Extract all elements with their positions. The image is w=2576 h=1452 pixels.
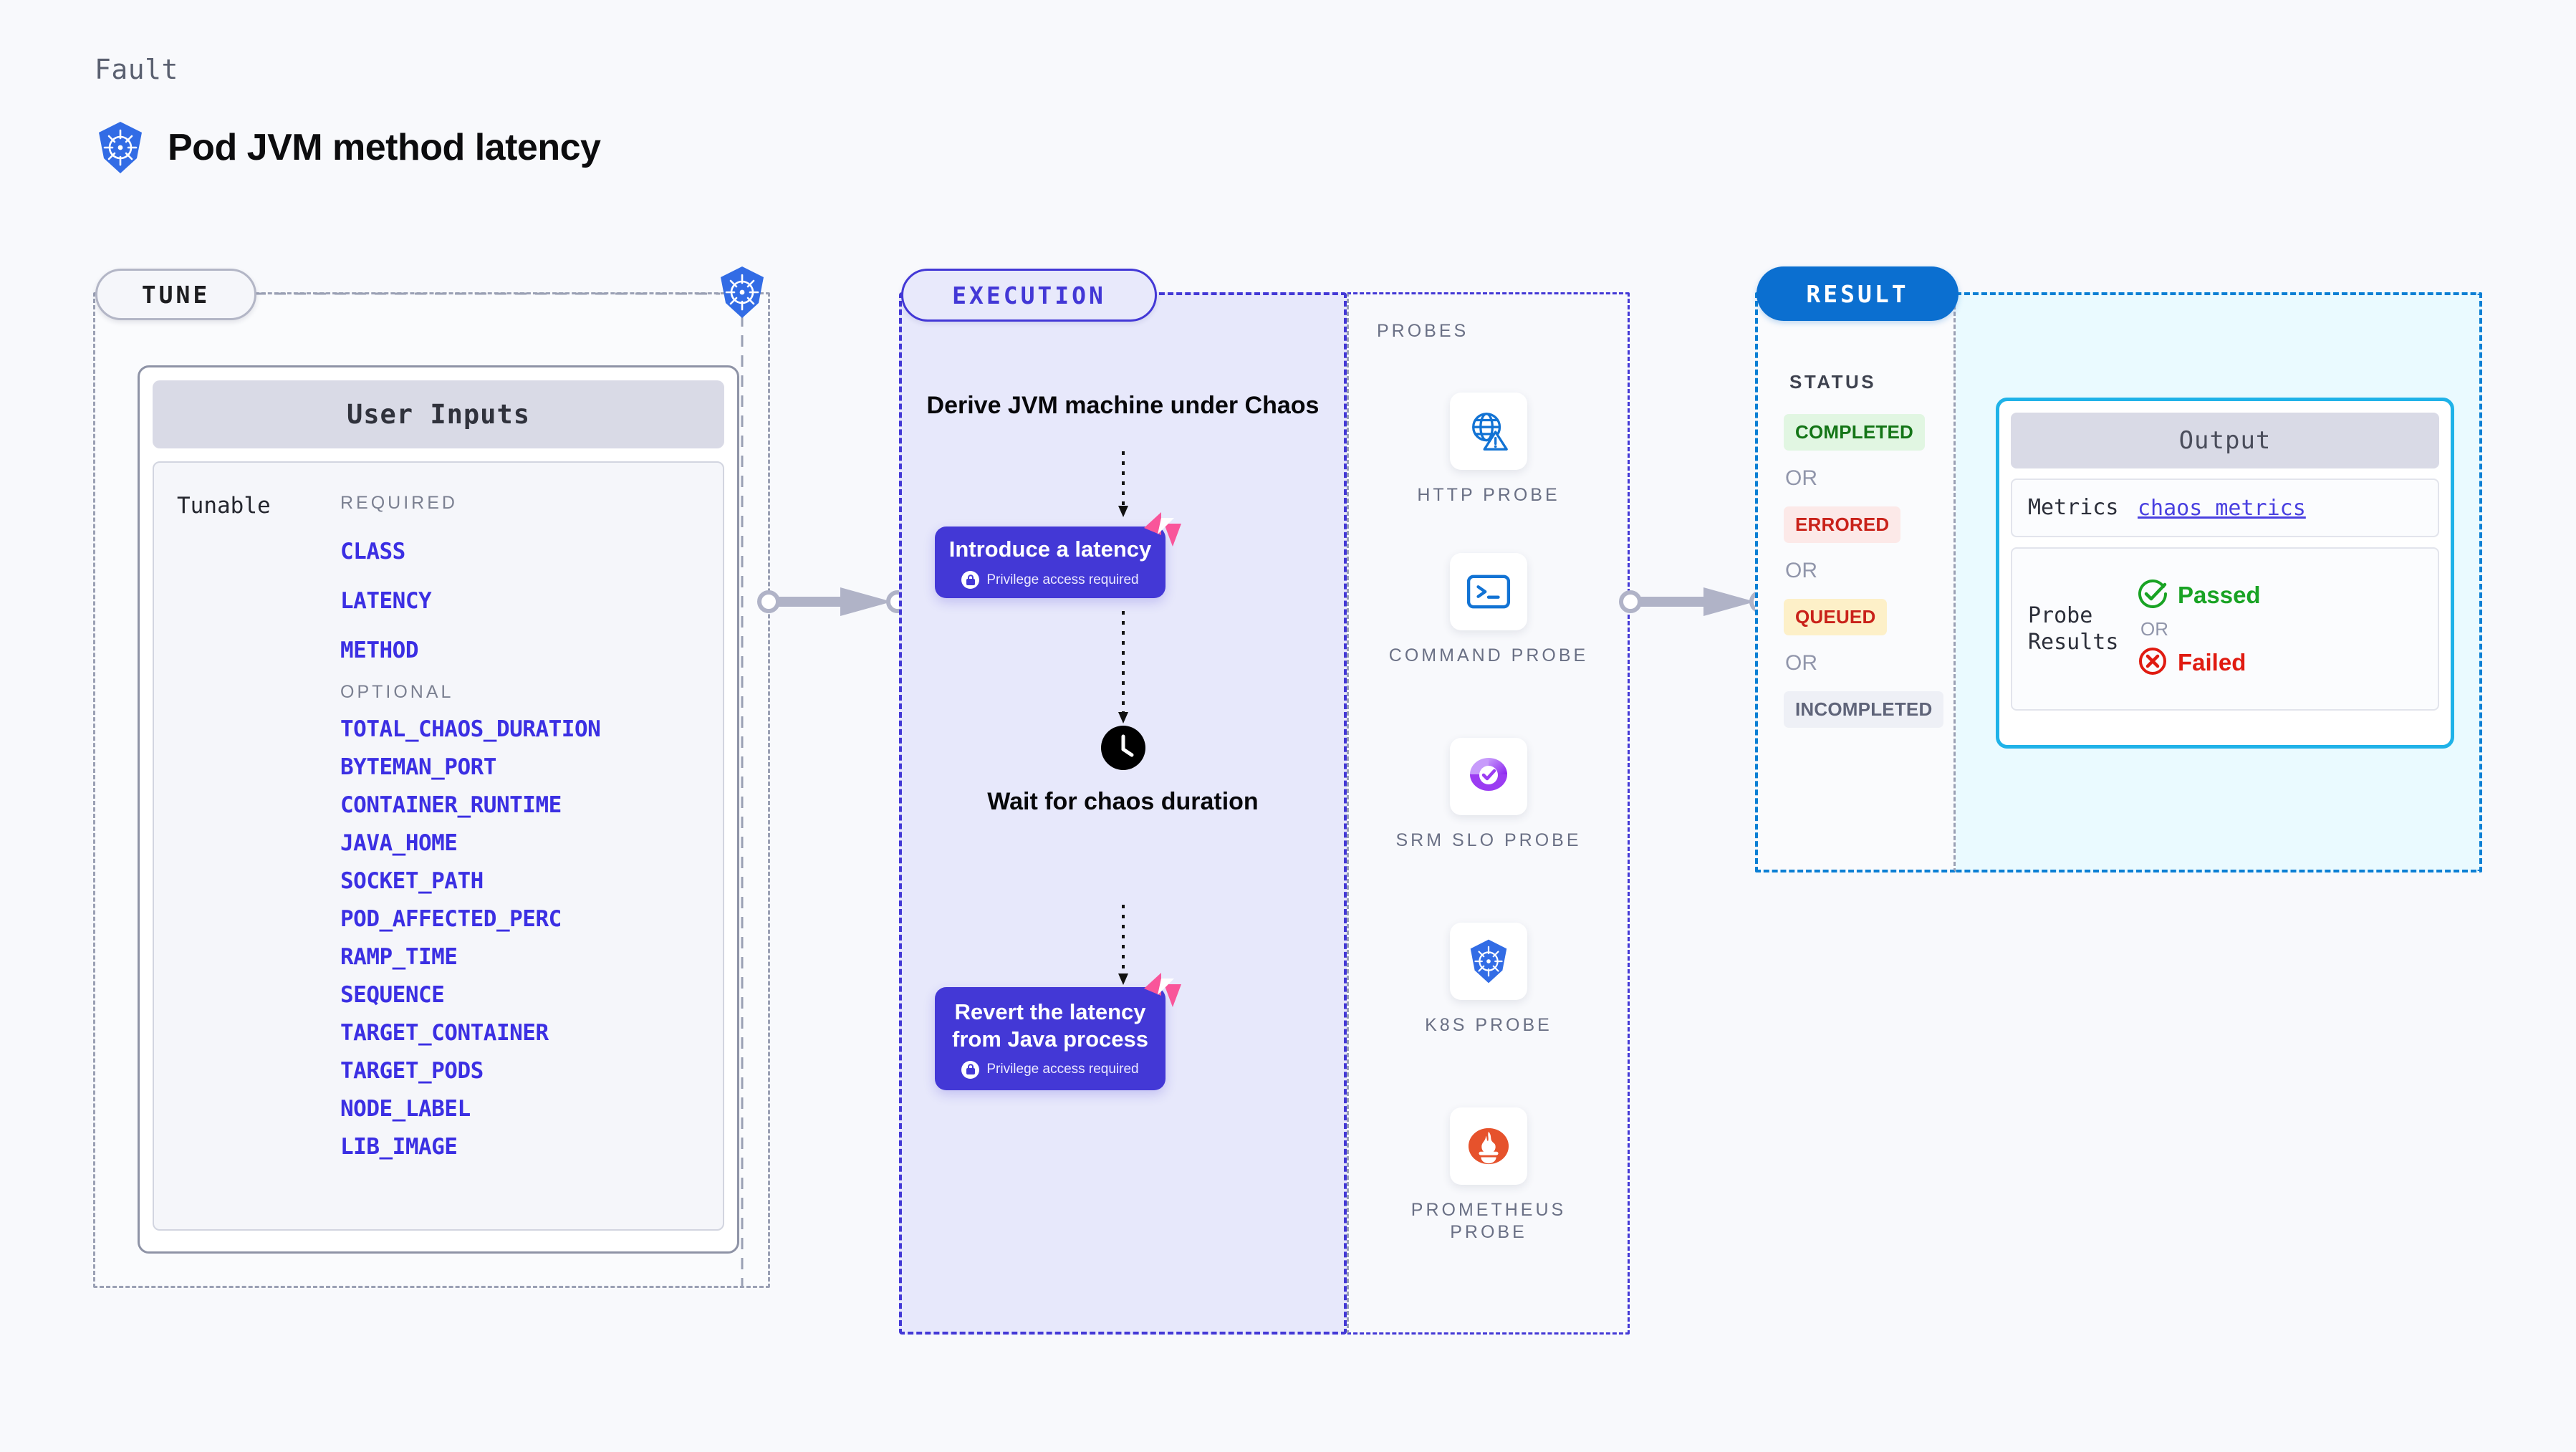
privilege-note-text: Privilege access required bbox=[986, 572, 1139, 587]
probe-label: HTTP PROBE bbox=[1417, 485, 1560, 505]
passed-label: Passed bbox=[2178, 582, 2261, 608]
probes-label: PROBES bbox=[1377, 321, 1469, 341]
litmus-icon bbox=[1142, 511, 1183, 548]
param-item[interactable]: POD_AFFECTED_PERC bbox=[340, 906, 562, 932]
result-pill[interactable]: RESULT bbox=[1756, 266, 1959, 321]
flow-arrow-3 bbox=[1118, 905, 1128, 985]
or-label: OR bbox=[2140, 617, 2168, 640]
check-circle-icon bbox=[2138, 579, 2168, 612]
param-item[interactable]: NODE_LABEL bbox=[340, 1096, 471, 1122]
step-title: Revert the latency from Java process bbox=[952, 999, 1148, 1052]
result-status-region bbox=[1755, 292, 1956, 872]
probe-label: PROMETHEUS PROBE bbox=[1410, 1200, 1567, 1243]
output-title: Output bbox=[2011, 413, 2439, 468]
terminal-icon bbox=[1450, 553, 1527, 630]
metrics-key: Metrics bbox=[2028, 495, 2119, 521]
required-param-list: CLASS LATENCY METHOD bbox=[340, 541, 708, 662]
status-badge: INCOMPLETED bbox=[1784, 691, 1944, 728]
derive-jvm-step-label: Derive JVM machine under Chaos bbox=[926, 392, 1320, 419]
wait-chaos-step-label: Wait for chaos duration bbox=[987, 788, 1259, 815]
introduce-latency-step[interactable]: Introduce a latency Privilege access req… bbox=[935, 512, 1181, 598]
param-item[interactable]: TARGET_PODS bbox=[340, 1058, 484, 1084]
chaos-metrics-link[interactable]: chaos metrics bbox=[2138, 495, 2306, 521]
kubernetes-icon bbox=[1450, 923, 1527, 1000]
srm-slo-icon bbox=[1450, 738, 1527, 815]
required-label: REQUIRED bbox=[340, 493, 458, 513]
lock-icon bbox=[961, 1060, 980, 1079]
param-item[interactable]: JAVA_HOME bbox=[340, 830, 458, 856]
x-circle-icon bbox=[2138, 646, 2168, 680]
param-item[interactable]: RAMP_TIME bbox=[340, 944, 458, 970]
probe-result-passed: Passed bbox=[2138, 579, 2261, 612]
privilege-note: Privilege access required bbox=[961, 571, 1139, 590]
param-item[interactable]: TOTAL_CHAOS_DURATION bbox=[340, 716, 601, 742]
probe-label: K8S PROBE bbox=[1425, 1015, 1552, 1035]
or-label: OR bbox=[1785, 466, 1817, 490]
globe-warning-icon bbox=[1450, 393, 1527, 470]
connector-probes-to-result bbox=[1619, 587, 1772, 616]
status-badge: QUEUED bbox=[1784, 599, 1888, 635]
or-label: OR bbox=[1785, 559, 1817, 582]
param-item[interactable]: SEQUENCE bbox=[340, 982, 445, 1008]
output-probe-results-row: Probe Results Passed OR bbox=[2011, 547, 2439, 711]
page-eyebrow: Fault bbox=[95, 54, 178, 85]
probe-srm-slo[interactable]: SRM SLO PROBE bbox=[1388, 738, 1589, 852]
param-item[interactable]: METHOD bbox=[340, 638, 418, 663]
tune-top-dashed-line bbox=[254, 292, 720, 295]
or-label: OR bbox=[1785, 651, 1817, 675]
probe-results-key: Probe Results bbox=[2028, 602, 2119, 655]
probe-results-values: Passed OR Failed bbox=[2138, 579, 2261, 680]
page-title-row: Pod JVM method latency bbox=[95, 120, 601, 175]
probe-k8s[interactable]: K8S PROBE bbox=[1388, 923, 1589, 1037]
param-item[interactable]: TARGET_CONTAINER bbox=[340, 1020, 549, 1046]
kubernetes-icon bbox=[716, 265, 768, 319]
user-inputs-body: Tunable REQUIRED CLASS LATENCY METHOD OP… bbox=[153, 461, 724, 1231]
connector-tune-to-execution bbox=[757, 587, 906, 616]
status-label: STATUS bbox=[1789, 371, 1877, 393]
tune-right-dashed-line bbox=[741, 315, 744, 1288]
status-list: COMPLETED OR ERRORED OR QUEUED OR INCOMP… bbox=[1784, 414, 1944, 728]
param-item[interactable]: CLASS bbox=[340, 539, 405, 564]
execution-panel bbox=[899, 292, 1347, 1335]
step-title: Introduce a latency bbox=[948, 536, 1152, 562]
probe-label: SRM SLO PROBE bbox=[1395, 830, 1582, 850]
parameter-columns: REQUIRED CLASS LATENCY METHOD OPTIONAL T… bbox=[340, 481, 723, 1229]
param-item[interactable]: SOCKET_PATH bbox=[340, 868, 484, 894]
flow-arrow-1 bbox=[1118, 451, 1128, 517]
probe-label: COMMAND PROBE bbox=[1388, 645, 1589, 665]
probe-prometheus[interactable]: PROMETHEUS PROBE bbox=[1388, 1107, 1589, 1244]
lock-icon bbox=[961, 571, 980, 590]
output-metrics-row: Metrics chaos metrics bbox=[2011, 479, 2439, 537]
kubernetes-icon bbox=[95, 120, 146, 175]
probe-http[interactable]: HTTP PROBE bbox=[1388, 393, 1589, 506]
prometheus-icon bbox=[1450, 1107, 1527, 1185]
execution-pill[interactable]: EXECUTION bbox=[901, 269, 1157, 322]
optional-label: OPTIONAL bbox=[340, 682, 454, 702]
litmus-icon bbox=[1142, 971, 1183, 1009]
param-item[interactable]: BYTEMAN_PORT bbox=[340, 754, 496, 780]
status-badge: ERRORED bbox=[1784, 506, 1901, 543]
page-title: Pod JVM method latency bbox=[168, 127, 601, 168]
param-item[interactable]: LATENCY bbox=[340, 588, 432, 614]
optional-param-list: TOTAL_CHAOS_DURATION BYTEMAN_PORT CONTAI… bbox=[340, 718, 708, 1158]
privilege-note-text: Privilege access required bbox=[986, 1062, 1139, 1077]
probe-command[interactable]: COMMAND PROBE bbox=[1388, 553, 1589, 667]
flow-arrow-2 bbox=[1118, 611, 1128, 723]
failed-label: Failed bbox=[2178, 649, 2246, 675]
tune-pill[interactable]: TUNE bbox=[95, 269, 256, 320]
param-item[interactable]: LIB_IMAGE bbox=[340, 1134, 458, 1160]
privilege-note: Privilege access required bbox=[961, 1060, 1139, 1079]
status-badge: COMPLETED bbox=[1784, 414, 1926, 451]
clock-icon bbox=[1100, 726, 1145, 774]
output-card: Output Metrics chaos metrics Probe Resul… bbox=[1996, 398, 2454, 749]
user-inputs-card: User Inputs Tunable REQUIRED CLASS LATEN… bbox=[138, 365, 739, 1254]
probe-result-failed: Failed bbox=[2138, 646, 2261, 680]
revert-latency-step[interactable]: Revert the latency from Java process Pri… bbox=[935, 973, 1181, 1090]
user-inputs-title: User Inputs bbox=[153, 380, 724, 448]
tunable-label: Tunable bbox=[177, 493, 271, 519]
param-item[interactable]: CONTAINER_RUNTIME bbox=[340, 792, 562, 818]
